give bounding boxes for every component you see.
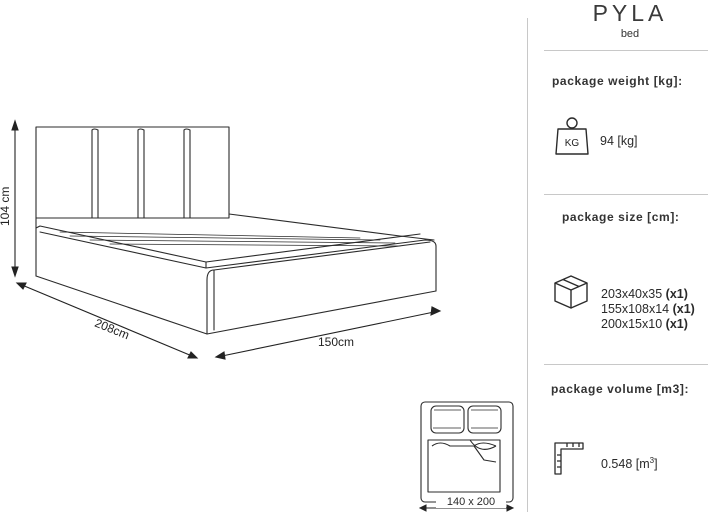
svg-text:KG: KG <box>565 138 580 149</box>
product-subtitle: bed <box>620 28 640 40</box>
size-item: 200x15x10 (x1) <box>601 317 688 331</box>
product-title: PYLA <box>592 0 668 26</box>
height-dimension-label: 104 cm <box>0 186 12 226</box>
size-item: 203x40x35 (x1) <box>601 287 688 301</box>
weight-heading: package weight [kg]: <box>552 74 683 88</box>
size-heading: package size [cm]: <box>562 210 680 224</box>
weight-value: 94 [kg] <box>600 134 638 148</box>
size-list: 203x40x35 (x1) 155x108x14 (x1) 200x15x10… <box>601 287 695 332</box>
size-item: 155x108x14 (x1) <box>601 302 695 316</box>
volume-heading: package volume [m3]: <box>551 382 690 396</box>
weight-kg-icon: KG <box>554 114 590 156</box>
mattress-size-label: 140 x 200 <box>436 496 506 508</box>
box-icon <box>553 274 589 310</box>
section-divider <box>544 364 708 365</box>
volume-value: 0.548 [m3] <box>601 456 658 472</box>
section-divider <box>544 50 708 51</box>
width-dimension-label: 150cm <box>318 335 355 349</box>
section-divider <box>544 194 708 195</box>
panel-divider <box>527 18 528 512</box>
ruler-corner-icon <box>553 441 585 475</box>
